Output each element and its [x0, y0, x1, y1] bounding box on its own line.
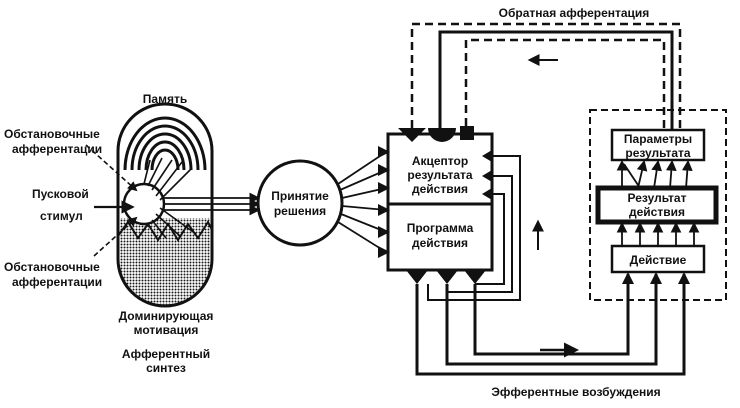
result-label-1: Результат [628, 191, 687, 205]
situational-bottom-label-2: афферентации [12, 275, 102, 289]
motivation-label-2: мотивация [134, 323, 199, 337]
acceptor-square-receptor [460, 126, 474, 140]
situational-top-arrow [85, 144, 138, 192]
decision-label-2: решения [274, 204, 326, 218]
efferent-label: Эфферентные возбуждения [491, 385, 660, 399]
acceptor-program-block [378, 126, 494, 284]
feedback-dashed-outer [410, 22, 682, 134]
trigger-label-2: стимул [40, 209, 83, 223]
efferent-loops [415, 274, 686, 376]
feedback-solid [438, 30, 674, 134]
result-label-2: действия [629, 205, 685, 219]
result-box [595, 185, 719, 225]
feedback-label: Обратная афферентация [499, 6, 650, 20]
acceptor-label-3: действия [412, 182, 468, 196]
motivation-label-1: Доминирующая [119, 309, 214, 323]
action-label: Действие [630, 253, 687, 267]
params-label-1: Параметры [624, 132, 692, 146]
synthesis-center-circle [122, 182, 166, 226]
memory-label: Память [143, 92, 187, 106]
synthesis-label-1: Афферентный [122, 347, 210, 361]
result-to-params-arrows [616, 159, 693, 189]
action-box [610, 244, 706, 274]
acceptor-half-circle-receptor [428, 128, 456, 142]
afferent-synthesis-block [116, 102, 261, 308]
situational-bottom-label-1: Обстановочные [4, 260, 100, 274]
params-label-2: результата [625, 146, 691, 160]
acceptor-triangle-receptor [398, 128, 426, 142]
program-label-2: действия [412, 236, 468, 250]
memory-arcs [123, 116, 207, 171]
acceptor-label-1: Акцептор [412, 154, 468, 168]
synthesis-capsule [116, 102, 214, 308]
feedback-dashed-inner [464, 38, 666, 134]
decision-circle [256, 159, 344, 247]
effector-system-dashed-box [589, 109, 727, 301]
synthesis-label-2: синтез [146, 361, 186, 375]
situational-top-label-2: афферентации [12, 142, 102, 156]
feedback-loops [410, 22, 682, 134]
params-box [610, 128, 706, 162]
trigger-label-1: Пусковой [32, 187, 89, 201]
program-label-1: Программа [407, 221, 474, 235]
situational-top-label-1: Обстановочные [4, 127, 100, 141]
situational-bottom-arrow [93, 216, 138, 257]
action-to-result-arrows [616, 221, 700, 246]
program-box [386, 202, 494, 272]
acceptor-label-2: результата [407, 168, 473, 182]
decision-label-1: Принятие [271, 189, 329, 203]
